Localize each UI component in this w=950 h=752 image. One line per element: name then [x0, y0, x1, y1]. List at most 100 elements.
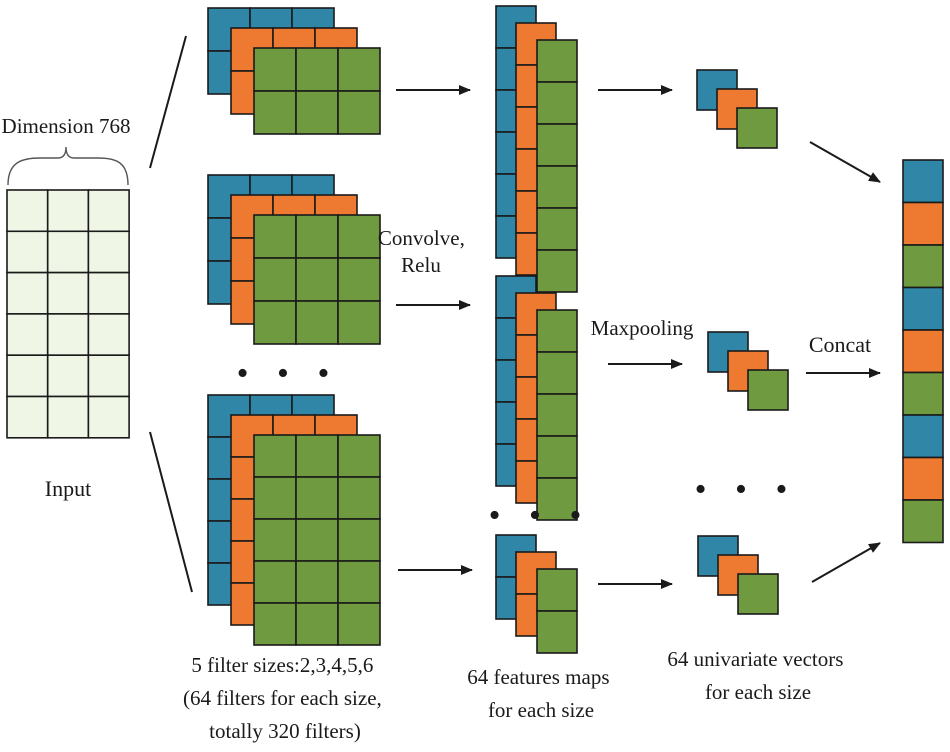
input-label: Input	[45, 476, 91, 501]
pooled-vector-1	[696, 69, 778, 149]
filter-group-3-green-layer-cell	[253, 476, 297, 520]
convolve-label: Convolve, Relu	[378, 226, 470, 277]
input-cell-grid-cell	[6, 189, 49, 233]
feature-ellipsis: • • •	[489, 497, 592, 534]
filter-group-2-green-layer-cell	[295, 300, 339, 345]
feature-map-3-green-column	[536, 568, 578, 654]
filter-group-3-green-layer-cell	[253, 518, 297, 562]
concat-cell-blue	[902, 286, 944, 331]
input-cell-grid-cell	[6, 271, 49, 315]
feature-map-1-green-column-cell	[536, 165, 578, 209]
input-cell-grid-cell	[6, 230, 49, 274]
input-cell-grid-cell	[46, 313, 90, 356]
filter-group-3-green-layer-cell	[295, 602, 339, 646]
filters-caption-line-2: (64 filters for each size,	[183, 686, 382, 710]
univariate-caption-line-2: for each size	[705, 680, 811, 704]
concat-vector	[902, 159, 944, 544]
feature-map-2-green-column-cell	[536, 351, 578, 395]
filter-group-3-green-layer-cell	[253, 560, 297, 604]
filter-group-3-green-layer-cell	[337, 476, 381, 520]
pooled-vectors	[696, 69, 789, 615]
feature-map-2	[495, 275, 578, 521]
feature-map-3-green-column-cell	[536, 568, 578, 612]
feature-map-1-green-column-cell	[536, 39, 578, 83]
filter-group-2-green-layer-cell	[253, 257, 297, 302]
filter-group-3-green-layer-cell	[295, 518, 339, 562]
concat-arrow-3	[811, 542, 881, 583]
filter-group-1-green-layer	[253, 47, 381, 135]
feature-map-1-green-column-cell	[536, 249, 578, 293]
filter-group-3-green-layer-cell	[295, 476, 339, 520]
maxpooling-label: Maxpooling	[591, 316, 694, 340]
filter-group-3-green-layer-cell	[253, 434, 297, 478]
filter-group-1	[207, 7, 381, 135]
filter-group-2-green-layer-cell	[253, 214, 297, 259]
feature-maps-caption-line-2: for each size	[488, 698, 594, 722]
filter-group-2-green-layer-cell	[337, 214, 381, 259]
filter-group-3-green-layer	[253, 434, 381, 646]
feature-map-2-green-column-cell	[536, 309, 578, 353]
feature-map-3	[495, 534, 578, 654]
convolve-label-line-2: Relu	[401, 253, 441, 277]
filter-group-1-green-layer-cell	[295, 90, 339, 135]
input-cell-grid-cell	[6, 395, 49, 439]
feature-map-2-green-column-cell	[536, 477, 578, 521]
concat-arrow-1	[809, 141, 881, 183]
filters-caption: 5 filter sizes:2,3,4,5,6 (64 filters for…	[183, 653, 387, 743]
input-cell-grid-cell	[6, 354, 49, 398]
filters-caption-line-3: totally 320 filters)	[209, 719, 361, 743]
input-cell-grid-cell	[46, 189, 90, 233]
pooled-ellipsis: • • •	[695, 471, 798, 508]
filters-caption-line-1: 5 filter sizes:2,3,4,5,6	[191, 653, 373, 677]
concat-cell-orange	[902, 329, 944, 374]
feature-map-3-green-column-cell	[536, 610, 578, 654]
input-cell-grid-cell	[46, 395, 90, 439]
input-cell-grid-cell	[6, 313, 49, 356]
concat-label: Concat	[809, 332, 871, 357]
dimension-brace	[7, 146, 129, 186]
feature-map-1-green-column-cell	[536, 123, 578, 167]
input-cell-grid-cell	[87, 271, 130, 315]
filter-group-3-green-layer-cell	[337, 518, 381, 562]
filter-group-2	[207, 174, 381, 345]
input-cell-grid-cell	[46, 230, 90, 274]
filter-groups	[207, 7, 381, 646]
feature-maps-caption: 64 features maps for each size	[467, 665, 615, 722]
feature-map-1	[495, 5, 578, 293]
feature-map-1-green-column-cell	[536, 207, 578, 251]
concat-cell-orange	[902, 456, 944, 501]
filter-group-2-green-layer-cell	[295, 257, 339, 302]
filter-group-3-green-layer-cell	[295, 560, 339, 604]
input-cell-grid-cell	[46, 271, 90, 315]
filter-group-3-green-layer-cell	[337, 560, 381, 604]
filter-group-2-green-layer-cell	[337, 300, 381, 345]
filter-group-1-green-layer-cell	[337, 47, 381, 92]
filter-group-3	[207, 394, 381, 646]
fan-line-top	[149, 35, 187, 169]
feature-map-2-green-column-cell	[536, 435, 578, 479]
feature-map-2-green-column-cell	[536, 393, 578, 437]
input-cell-grid-cell	[87, 313, 130, 356]
filter-group-2-green-layer	[253, 214, 381, 345]
concat-cell-blue	[902, 159, 944, 204]
concat-cell-orange	[902, 201, 944, 246]
univariate-caption-line-1: 64 univariate vectors	[667, 647, 843, 671]
filter-group-1-green-layer-cell	[295, 47, 339, 92]
concat-cell-green	[902, 244, 944, 289]
input-cell-grid-cell	[87, 354, 130, 398]
pooled-vector-3-green-square	[737, 573, 779, 615]
input-cell-grid-cell	[87, 230, 130, 274]
filter-group-1-green-layer-cell	[253, 47, 297, 92]
feature-maps-caption-line-1: 64 features maps	[467, 665, 609, 689]
input-matrix	[6, 189, 130, 439]
pooled-vector-3	[697, 535, 779, 615]
pooled-vector-1-green-square	[736, 107, 778, 149]
univariate-caption: 64 univariate vectors for each size	[667, 647, 848, 704]
feature-maps	[495, 5, 578, 654]
filter-ellipsis: • • •	[237, 355, 340, 392]
pooled-vector-2	[707, 331, 789, 411]
filter-group-3-green-layer-cell	[295, 434, 339, 478]
filter-group-3-green-layer-cell	[337, 602, 381, 646]
filter-group-2-green-layer-cell	[337, 257, 381, 302]
